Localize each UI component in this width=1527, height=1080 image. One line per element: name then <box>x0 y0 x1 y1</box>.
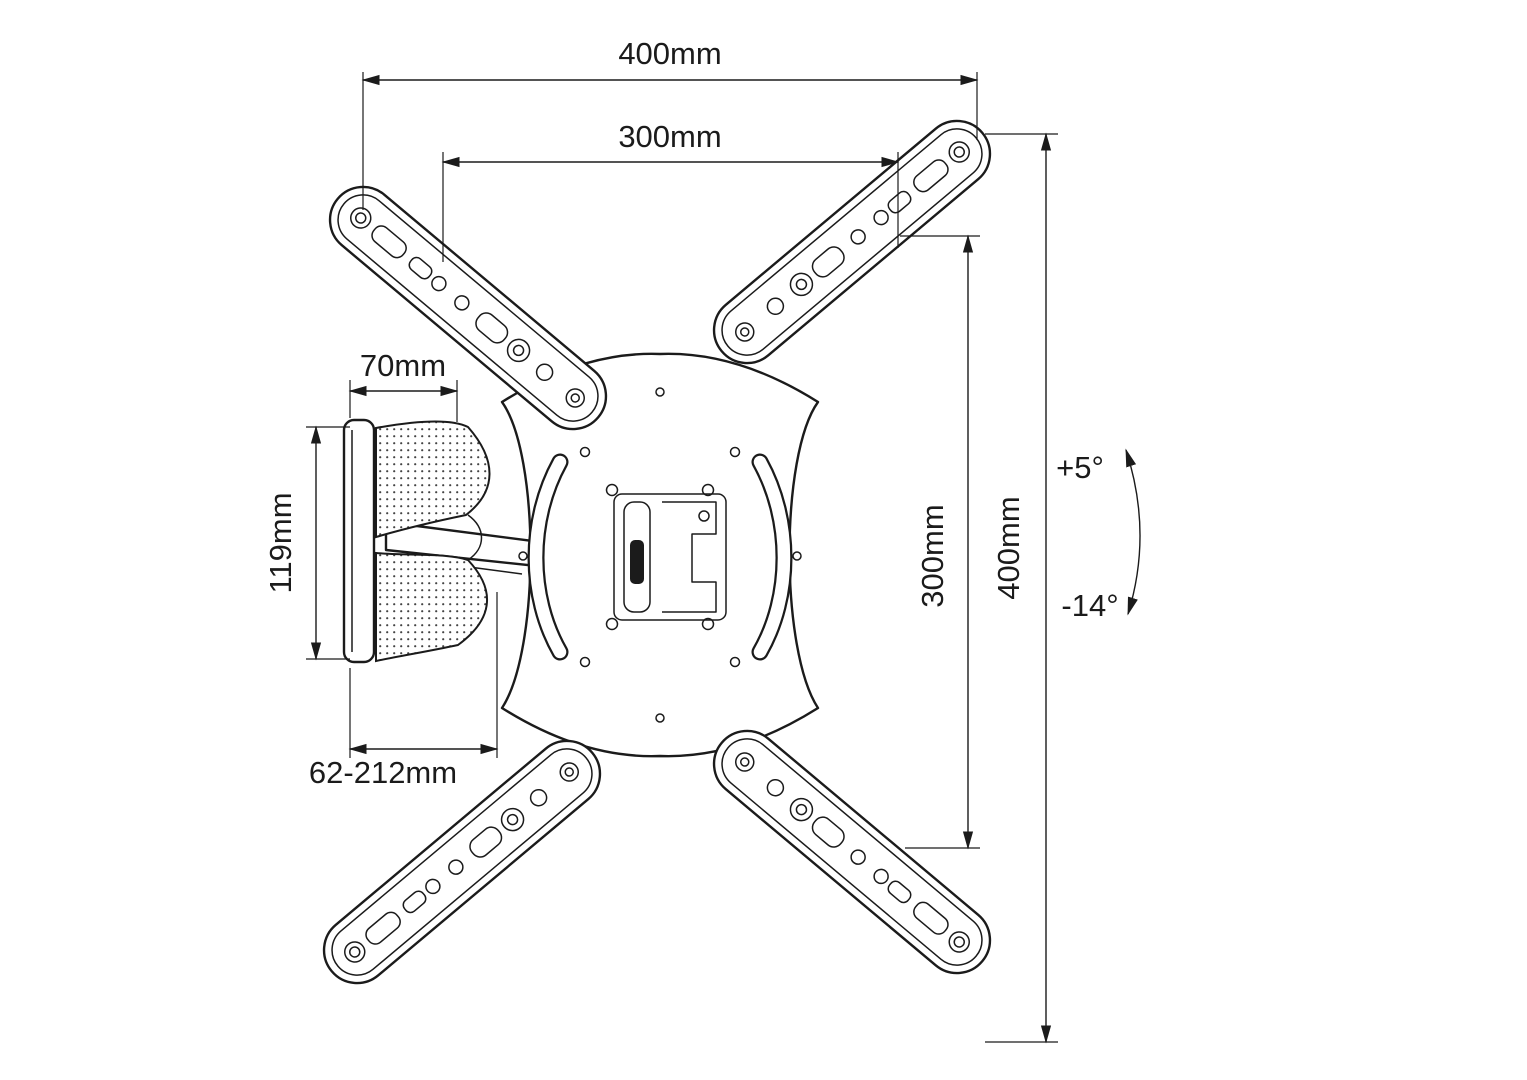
vesa-arm-upper-left <box>315 172 621 444</box>
dimension-annotations: 400mm 300mm 70mm 119mm 62-212mm 300mm 40… <box>263 36 1141 1044</box>
dim-label-outer-height: 400mm <box>991 496 1026 599</box>
tilt-arc-arrow <box>1125 448 1141 616</box>
vesa-holes <box>518 387 802 723</box>
dim-label-outer-width: 400mm <box>618 36 721 71</box>
bracket-wing-lower <box>375 551 489 663</box>
dim-label-extension-range: 62-212mm <box>309 755 457 790</box>
dim-label-tilt-up: +5° <box>1056 450 1104 485</box>
dim-label-inner-height: 300mm <box>915 504 950 607</box>
dim-label-inner-width: 300mm <box>618 119 721 154</box>
wall-bracket <box>342 418 491 664</box>
bracket-wing-upper <box>375 420 491 539</box>
wall-plate <box>342 418 376 664</box>
dim-label-plate-height: 119mm <box>263 492 298 593</box>
mounting-plate <box>500 352 820 758</box>
dim-label-arm-depth: 70mm <box>360 348 446 383</box>
locking-mechanism <box>613 493 727 621</box>
vesa-arm-lower-right <box>699 716 1005 988</box>
dim-label-tilt-down: -14° <box>1061 588 1118 623</box>
vesa-arm-upper-right <box>699 106 1005 378</box>
